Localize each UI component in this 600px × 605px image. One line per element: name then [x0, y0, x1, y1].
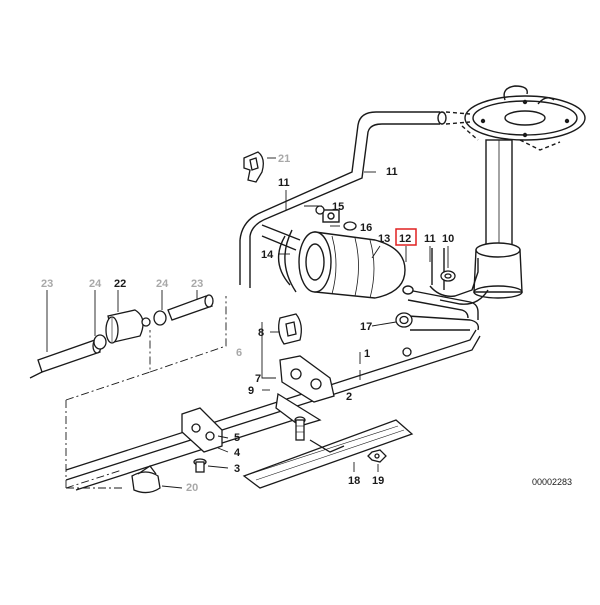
fuel-lines [239, 111, 489, 331]
callout-18: 18 [348, 475, 360, 487]
callout-24-right: 24 [156, 278, 169, 290]
hose-23-left [37, 339, 101, 373]
screw-15 [315, 205, 325, 215]
callout-6: 6 [236, 347, 242, 359]
small-fittings [315, 205, 456, 357]
callout-13: 13 [378, 233, 390, 245]
callout-11-c: 11 [424, 233, 436, 245]
holder-7 [275, 355, 335, 427]
callout-2: 2 [346, 391, 352, 403]
callout-12: 12 [399, 233, 411, 245]
callout-7: 7 [255, 373, 261, 385]
callout-23-left: 23 [41, 278, 53, 290]
callout-21: 21 [278, 153, 290, 165]
clamp-10 [440, 270, 456, 282]
callout-1: 1 [364, 348, 370, 360]
holder-5 [181, 407, 223, 453]
nut-19 [367, 449, 387, 463]
floor-lines [29, 329, 481, 491]
callout-11-a: 11 [278, 177, 290, 189]
clamp-24-right [153, 310, 167, 326]
callout-17: 17 [360, 321, 372, 333]
callout-14: 14 [261, 249, 274, 261]
callout-22: 22 [114, 278, 126, 290]
highlight-box-12 [395, 228, 417, 246]
screw-3 [193, 458, 207, 473]
screw-2 [294, 416, 306, 441]
leader-lines [46, 157, 449, 489]
callout-4: 4 [234, 447, 241, 459]
callout-8: 8 [258, 327, 264, 339]
fuel-sender-unit [461, 85, 586, 299]
callout-5: 5 [234, 432, 240, 444]
callout-3: 3 [234, 463, 240, 475]
clamp-24-left [93, 334, 107, 350]
callout-23-right: 23 [191, 278, 203, 290]
guard-plate-18 [242, 419, 414, 489]
hose-clamp-17 [395, 312, 413, 328]
nut-16 [343, 221, 357, 231]
callout-11-b: 11 [386, 166, 398, 178]
callout-20: 20 [186, 482, 198, 494]
clip-8 [278, 313, 302, 345]
callout-19: 19 [372, 475, 384, 487]
callout-10: 10 [442, 233, 454, 245]
fitting-1 [402, 347, 412, 357]
diagram-reference-code: 00002283 [532, 477, 572, 487]
callout-9: 9 [248, 385, 254, 397]
clip-20 [131, 465, 161, 494]
callout-15: 15 [332, 201, 344, 213]
fuel-filter [277, 209, 414, 299]
callout-16: 16 [360, 222, 372, 234]
callout-24-left: 24 [89, 278, 102, 290]
reference-lines [65, 296, 227, 489]
bracket-21 [243, 151, 264, 183]
left-hose-group [37, 294, 214, 373]
